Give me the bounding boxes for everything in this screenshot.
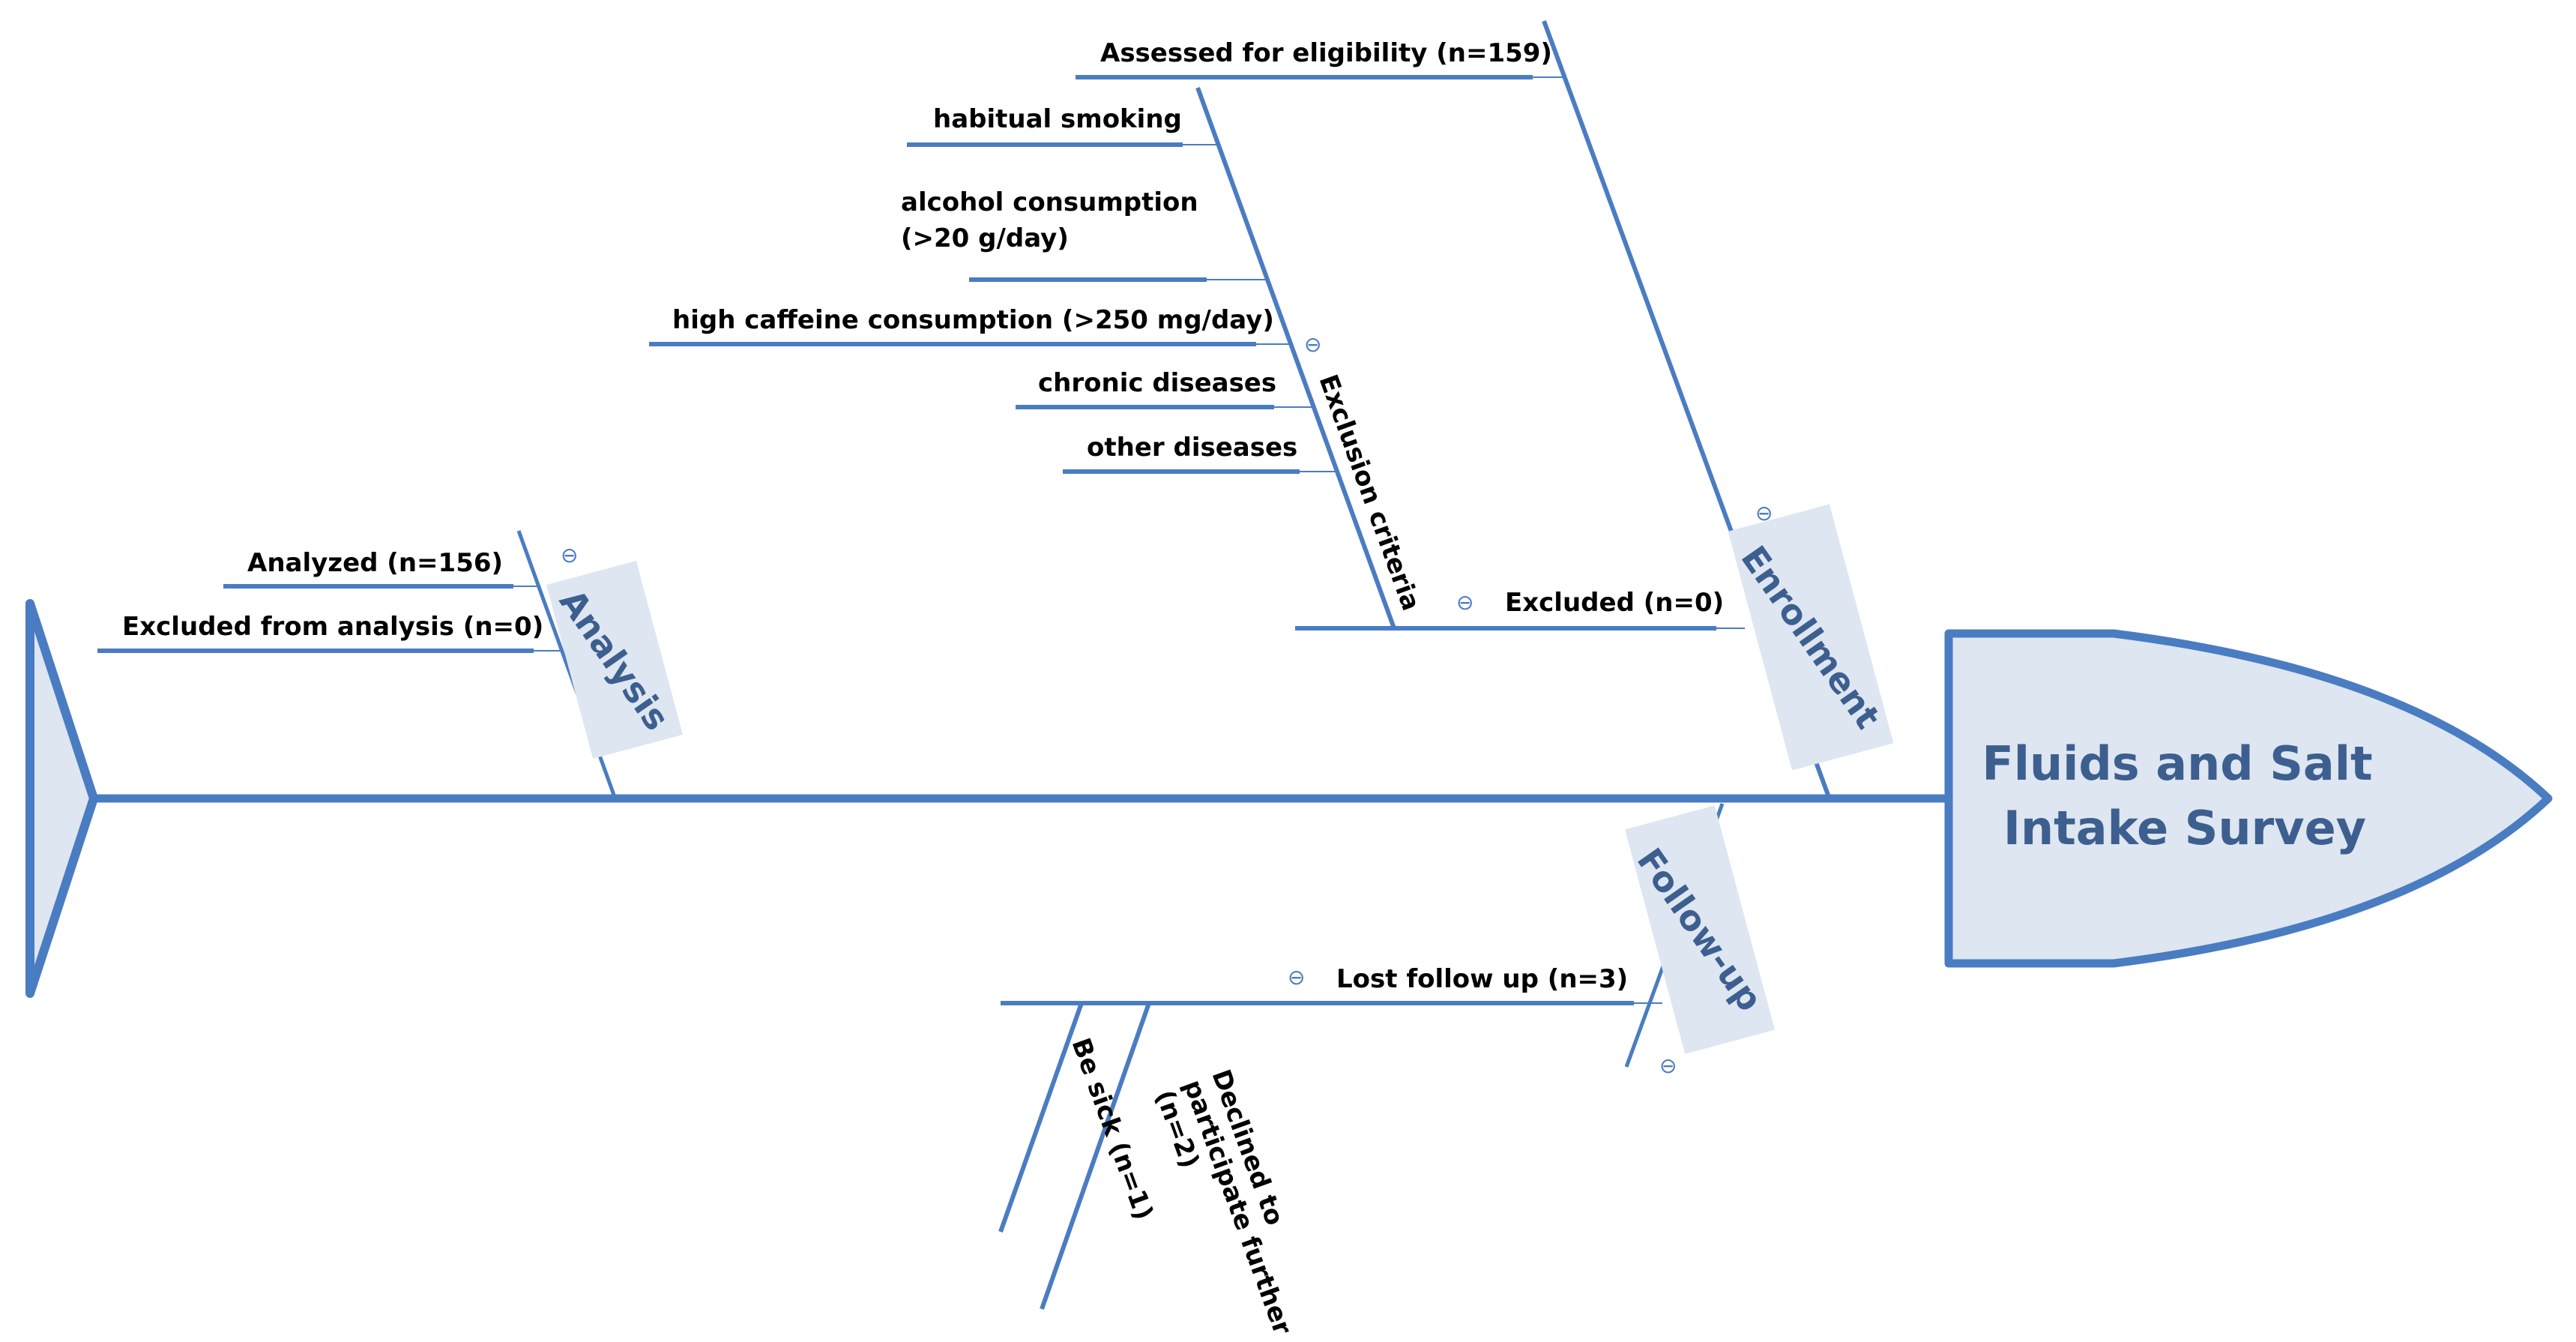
caffeine-label: high caffeine consumption (>250 mg/day) bbox=[672, 305, 1274, 335]
enrollment-collapse-icon[interactable]: ⊖ bbox=[1755, 501, 1773, 526]
declined-label: Declined to participate further (n=2) bbox=[1149, 1065, 1297, 1338]
other-diseases-label: other diseases bbox=[1087, 433, 1297, 463]
assessed-label: Assessed for eligibility (n=159) bbox=[1100, 38, 1552, 68]
excluded-analysis-label: Excluded from analysis (n=0) bbox=[122, 612, 543, 642]
enrollment-category: Enrollment bbox=[1728, 504, 1894, 771]
analysis-collapse-icon[interactable]: ⊖ bbox=[561, 543, 578, 568]
fish-head bbox=[1944, 629, 2553, 968]
alcohol-label-line1: alcohol consumption bbox=[901, 187, 1198, 217]
fish-tail bbox=[25, 599, 98, 998]
alcohol-label-line2: (>20 g/day) bbox=[901, 223, 1069, 253]
head-title-line1: Fluids and Salt bbox=[1982, 736, 2372, 791]
excluded-collapse-icon[interactable]: ⊖ bbox=[1456, 590, 1473, 615]
lost-label: Lost follow up (n=3) bbox=[1336, 964, 1628, 994]
exclusion-collapse-icon[interactable]: ⊖ bbox=[1304, 332, 1321, 357]
smoking-label: habitual smoking bbox=[933, 104, 1182, 134]
analysis-category: Analysis bbox=[546, 561, 683, 759]
excluded-label: Excluded (n=0) bbox=[1505, 588, 1724, 618]
lost-collapse-icon[interactable]: ⊖ bbox=[1288, 965, 1305, 990]
exclusion-criteria-bone bbox=[1195, 86, 1396, 630]
exclusion-criteria-label: Exclusion criteria bbox=[1313, 370, 1426, 614]
sick-line bbox=[998, 1002, 1084, 1233]
head-title-line2: Intake Survey bbox=[2003, 801, 2366, 855]
chronic-label: chronic diseases bbox=[1038, 368, 1276, 398]
declined-line bbox=[1040, 1002, 1151, 1310]
analyzed-label: Analyzed (n=156) bbox=[247, 548, 503, 578]
followup-collapse-icon[interactable]: ⊖ bbox=[1659, 1053, 1677, 1078]
